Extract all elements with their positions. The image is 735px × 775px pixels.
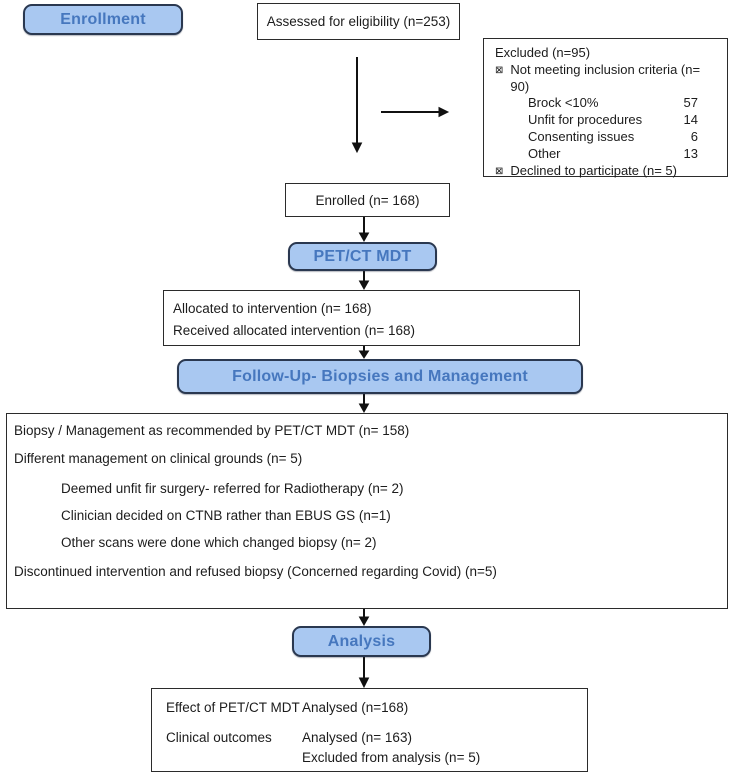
management-box: Biopsy / Management as recommended by PE…	[6, 413, 728, 609]
excluded-sub-label: Other	[528, 145, 561, 161]
checkbox-bullet-icon: ⊠	[495, 165, 504, 177]
arrow-down-followup-to-management	[358, 394, 370, 414]
management-line: Biopsy / Management as recommended by PE…	[14, 423, 410, 438]
excluded-reason-2-text: Declined to participate (n= 5)	[510, 162, 677, 178]
excluded-sub-row: Unfit for procedures 14	[495, 112, 717, 129]
excluded-sub-label: Unfit for procedures	[528, 112, 643, 128]
stage-followup-label: Follow-Up- Biopsies and Management	[232, 367, 528, 385]
excluded-sub-count: 14	[683, 112, 698, 128]
stage-petct-mdt-label: PET/CT MDT	[313, 247, 412, 265]
stage-enrollment-label: Enrollment	[60, 10, 146, 28]
excluded-reason-2: ⊠ Declined to participate (n= 5)	[495, 163, 717, 182]
allocation-line-1: Allocated to intervention (n= 168)	[173, 301, 372, 316]
allocation-box: Allocated to intervention (n= 168) Recei…	[163, 290, 580, 346]
management-line: Other scans were done which changed biop…	[61, 535, 377, 550]
stage-followup: Follow-Up- Biopsies and Management	[177, 359, 583, 394]
excluded-sub-row: Other 13	[495, 146, 717, 163]
excluded-sub-row: Consenting issues 6	[495, 129, 717, 146]
arrow-down-management-to-analysis	[358, 609, 370, 627]
results-row3-value: Excluded from analysis (n= 5)	[302, 750, 481, 765]
arrow-down-allocation-to-followup	[358, 346, 370, 359]
enrolled-box: Enrolled (n= 168)	[285, 183, 450, 217]
results-row1-value: Analysed (n=168)	[302, 700, 409, 715]
excluded-box: Excluded (n=95) ⊠ Not meeting inclusion …	[483, 38, 728, 178]
excluded-title: Excluded (n=95)	[495, 45, 591, 60]
management-line: Clinician decided on CTNB rather than EB…	[61, 508, 391, 523]
management-line: Deemed unfit fir surgery- referred for R…	[61, 481, 404, 496]
stage-analysis-label: Analysis	[327, 632, 396, 650]
results-row2-value: Analysed (n= 163)	[302, 730, 412, 745]
allocation-line-2: Received allocated intervention (n= 168)	[173, 323, 416, 338]
excluded-sub-label: Brock <10%	[528, 95, 599, 111]
arrow-down-analysis-to-results	[358, 657, 370, 689]
results-row2-label: Clinical outcomes	[166, 730, 272, 745]
arrow-down-assessed-to-enrolled	[351, 57, 363, 154]
excluded-sub-count: 57	[683, 95, 698, 111]
excluded-sub-label: Consenting issues	[528, 128, 635, 144]
arrow-right-assessed-to-excluded	[381, 106, 450, 118]
assessed-text: Assessed for eligibility (n=253)	[266, 14, 451, 29]
stage-petct-mdt: PET/CT MDT	[288, 242, 437, 271]
excluded-sub-count: 13	[683, 145, 698, 161]
excluded-sub-row: Brock <10% 57	[495, 95, 717, 112]
stage-enrollment: Enrollment	[23, 4, 183, 35]
results-row1-label: Effect of PET/CT MDT	[166, 700, 300, 715]
arrow-down-enrolled-to-petct	[358, 217, 370, 243]
analysis-results-box: Effect of PET/CT MDT Analysed (n=168) Cl…	[151, 688, 588, 772]
excluded-sub-count: 6	[690, 128, 698, 144]
checkbox-bullet-icon: ⊠	[495, 64, 504, 76]
enrolled-text: Enrolled (n= 168)	[315, 192, 420, 208]
excluded-reason-1-text: Not meeting inclusion criteria (n= 90)	[510, 61, 701, 94]
management-line: Different management on clinical grounds…	[14, 451, 303, 466]
excluded-reason-1: ⊠ Not meeting inclusion criteria (n= 90)	[495, 62, 717, 96]
arrow-down-petct-to-allocation	[358, 271, 370, 291]
management-line: Discontinued intervention and refused bi…	[14, 564, 497, 579]
stage-analysis: Analysis	[292, 626, 431, 657]
assessed-box: Assessed for eligibility (n=253)	[257, 3, 460, 40]
